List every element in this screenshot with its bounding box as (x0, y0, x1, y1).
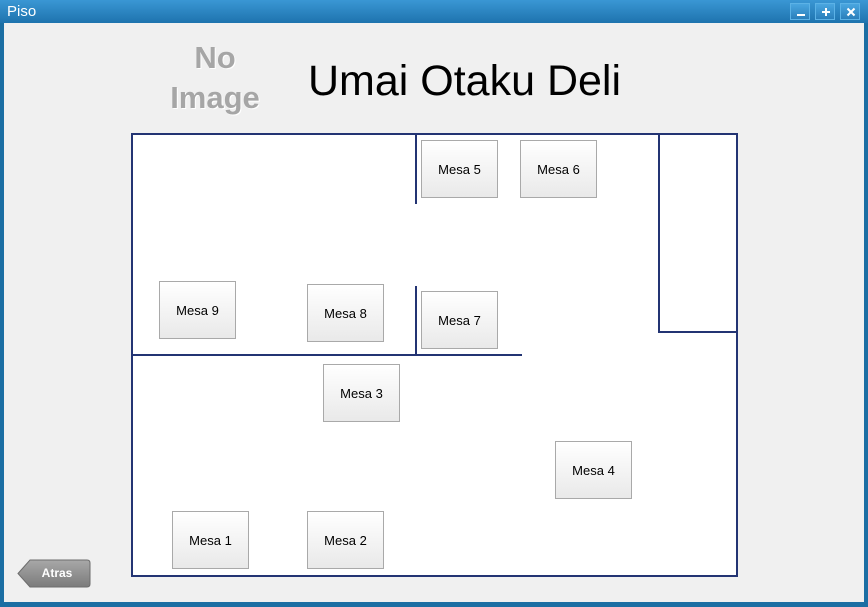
back-arrow-icon (17, 559, 91, 588)
table-8-button[interactable]: Mesa 8 (307, 284, 384, 342)
back-button-label: Atras (41, 566, 73, 580)
window-title: Piso (7, 3, 37, 20)
table-7-button[interactable]: Mesa 7 (421, 291, 498, 349)
back-button[interactable]: Atras (17, 559, 91, 588)
close-button[interactable] (840, 3, 860, 20)
floor-view: No Image Umai Otaku Deli Mesa 5 Mesa 6 M… (4, 23, 864, 602)
table-9-button[interactable]: Mesa 9 (159, 281, 236, 339)
wall-top-divider (415, 135, 417, 204)
minimize-button[interactable] (790, 3, 810, 20)
table-6-button[interactable]: Mesa 6 (520, 140, 597, 198)
maximize-button[interactable] (815, 3, 835, 20)
close-icon (846, 7, 856, 17)
table-1-button[interactable]: Mesa 1 (172, 511, 249, 569)
wall-horizontal-divider (133, 354, 522, 356)
floor-plan: Mesa 5 Mesa 6 Mesa 9 Mesa 8 Mesa 7 Mesa … (131, 133, 738, 577)
title-bar[interactable]: Piso (0, 0, 868, 23)
maximize-icon (822, 8, 830, 16)
wall-right-room-vertical (658, 135, 660, 333)
logo-placeholder-line2: Image (170, 80, 260, 115)
table-2-button[interactable]: Mesa 2 (307, 511, 384, 569)
table-3-button[interactable]: Mesa 3 (323, 364, 400, 422)
wall-right-room-horizontal (658, 331, 736, 333)
table-5-button[interactable]: Mesa 5 (421, 140, 498, 198)
minimize-icon (797, 14, 805, 16)
wall-mid-divider (415, 286, 417, 354)
logo-placeholder: No Image (159, 38, 271, 118)
logo-placeholder-line1: No (194, 40, 236, 75)
table-4-button[interactable]: Mesa 4 (555, 441, 632, 499)
restaurant-name: Umai Otaku Deli (308, 57, 622, 105)
